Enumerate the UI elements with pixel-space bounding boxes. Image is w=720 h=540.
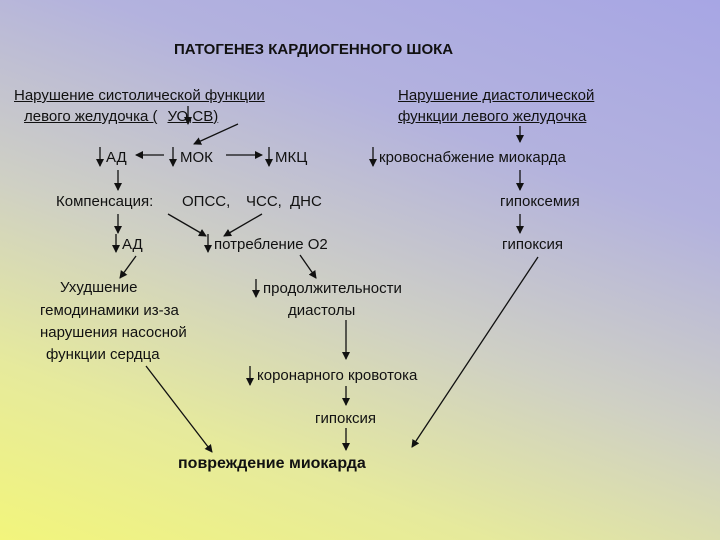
arrow-hemodynamics-to-damage (145, 365, 213, 453)
diastole-line1: продолжительности (263, 280, 402, 297)
opss-label: ОПСС, (182, 193, 231, 210)
coronary-label: коронарного кровотока (257, 367, 418, 384)
systolic-line1: Нарушение систолической функции (14, 87, 265, 104)
systolic-line2: левого желудочка ( УО,СВ) (24, 107, 218, 127)
arrow-chss-to-o2 (223, 213, 263, 237)
hypoxemia-label: гипоксемия (500, 193, 580, 210)
hemodynamics-line4: функции сердца (46, 346, 160, 363)
mok-label: МОК (180, 149, 213, 166)
mkc-label: МКЦ (275, 149, 308, 166)
diastole-line2: диастолы (288, 302, 356, 319)
hemodynamics-line3: нарушения насосной (40, 324, 187, 341)
compensation-label: Компенсация: (56, 193, 154, 210)
ad-label-2: АД (122, 236, 143, 253)
myocardial-damage-label: повреждение миокарда (178, 455, 366, 472)
blood-supply-label: кровоснабжение миокарда (379, 149, 566, 166)
hypoxia-label-right: гипоксия (502, 236, 564, 253)
diastolic-line2: функции левого желудочка (398, 108, 587, 125)
arrow-hypoxia-right-to-damage (411, 256, 539, 448)
diastolic-line1: Нарушение диастолической (398, 87, 595, 104)
ad-label-1: АД (106, 149, 127, 166)
hemodynamics-line1: Ухудшение (60, 279, 138, 296)
uo-label: УО (167, 108, 189, 125)
chss-label: ЧСС, (246, 193, 282, 210)
hypoxia-label-center: гипоксия (315, 410, 377, 427)
arrow-sv-to-mok (193, 123, 239, 145)
comma: , (188, 108, 193, 125)
arrow-o2-to-diastole (299, 254, 317, 279)
hemodynamics-line2: гемодинамики из-за (40, 302, 179, 319)
diagram-title: ПАТОГЕНЕЗ КАРДИОГЕННОГО ШОКА (174, 41, 454, 58)
systolic-line2-suffix: ) (213, 108, 219, 125)
dns-label: ДНС (290, 193, 322, 210)
sv-label: СВ (192, 108, 214, 125)
arrow-ad-to-hemodynamics (119, 255, 137, 279)
o2-consumption-label: потребление О2 (214, 236, 328, 253)
systolic-line2-prefix: левого желудочка ( (24, 108, 158, 125)
arrow-compensation-to-o2 (167, 213, 207, 237)
